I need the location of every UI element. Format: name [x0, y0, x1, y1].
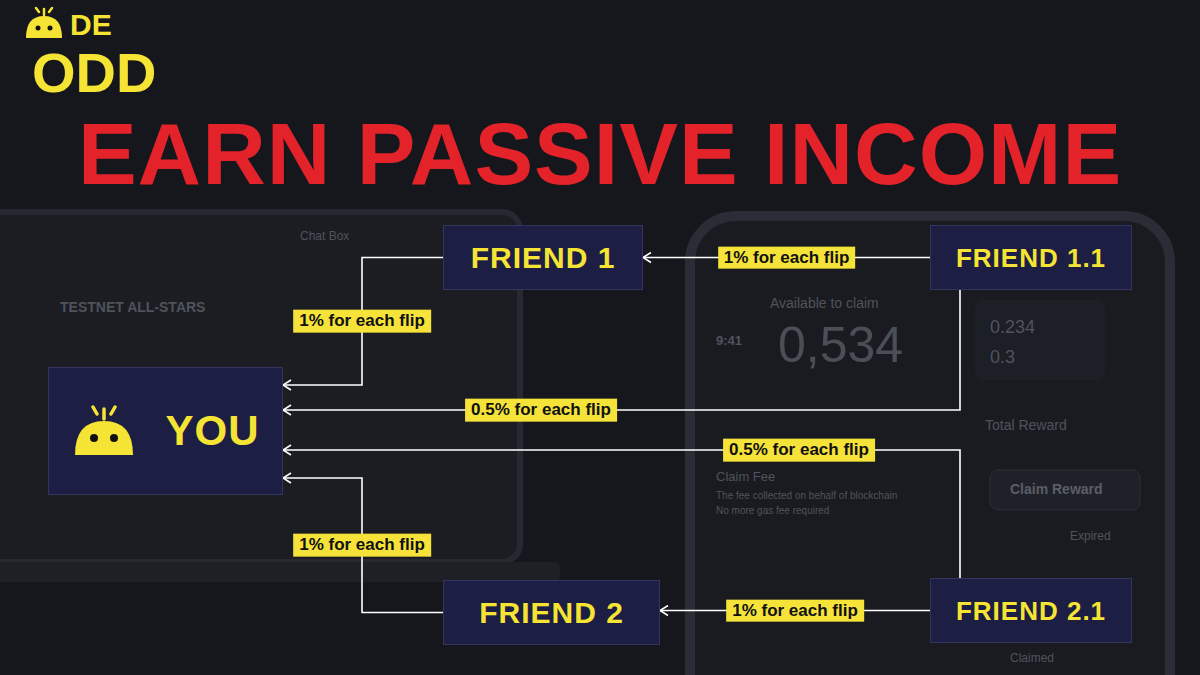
user-box: YOU: [48, 367, 283, 495]
background-text: 0,534: [778, 318, 903, 373]
whale-icon: [71, 405, 137, 457]
friend-box: FRIEND 1.1: [930, 225, 1132, 290]
background-text: No more gas fee required: [716, 505, 829, 516]
background-text: Expired: [1070, 530, 1111, 543]
logo-text: DE: [70, 8, 112, 41]
background-text: Available to claim: [770, 296, 879, 311]
connector: [283, 290, 960, 410]
background-text: Chat Box: [300, 230, 349, 243]
background-text: 0.3: [990, 348, 1015, 368]
node-label: YOU: [165, 410, 259, 452]
logo-whale: [26, 8, 62, 38]
node-label: FRIEND 1.1: [956, 245, 1106, 271]
edge-label: 0.5% for each flip: [465, 399, 617, 422]
background-text: 0.234: [990, 318, 1035, 338]
friend-box: FRIEND 2: [443, 580, 660, 645]
edge-label: 1% for each flip: [293, 310, 431, 333]
logo-text: ODD: [32, 42, 156, 104]
edge-label: 1% for each flip: [293, 534, 431, 557]
edge-label: 0.5% for each flip: [723, 439, 875, 462]
connector: [283, 450, 960, 578]
connector: [283, 258, 443, 386]
connector: [283, 478, 443, 613]
laptop-base: [0, 562, 560, 582]
node-label: FRIEND 1: [471, 243, 616, 273]
background-text: The fee collected on behalf of blockchai…: [716, 490, 897, 501]
background-text: TESTNET ALL-STARS: [60, 300, 205, 315]
phone-card: [975, 300, 1105, 380]
edge-label: 1% for each flip: [718, 246, 856, 269]
phone-button: [990, 470, 1140, 510]
node-label: FRIEND 2: [479, 598, 624, 628]
phone-body: [690, 216, 1170, 675]
laptop-screen: [0, 212, 520, 562]
friend-box: FRIEND 2.1: [930, 578, 1132, 643]
background-text: 9:41: [716, 334, 742, 348]
background-text: Claim Fee: [716, 470, 775, 484]
title: EARN PASSIVE INCOME: [0, 110, 1200, 198]
edge-label: 1% for each flip: [726, 599, 864, 622]
background-text: Total Reward: [985, 418, 1067, 433]
friend-box: FRIEND 1: [443, 225, 643, 290]
background-text: Claimed: [1010, 652, 1054, 665]
node-label: FRIEND 2.1: [956, 598, 1106, 624]
background-text: Claim Reward: [1010, 482, 1103, 497]
